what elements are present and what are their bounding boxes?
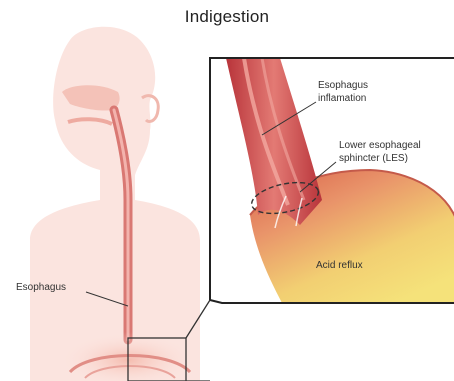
acid-reflux-label: Acid reflux: [316, 260, 363, 271]
les-label-2: sphincter (LES): [339, 153, 408, 164]
inflammation-label: Esophagus: [318, 80, 368, 91]
inflammation-label-2: inflamation: [318, 93, 366, 104]
body-silhouette: [30, 27, 200, 381]
esophagus-label: Esophagus: [16, 282, 66, 293]
les-label: Lower esophageal: [339, 140, 421, 151]
